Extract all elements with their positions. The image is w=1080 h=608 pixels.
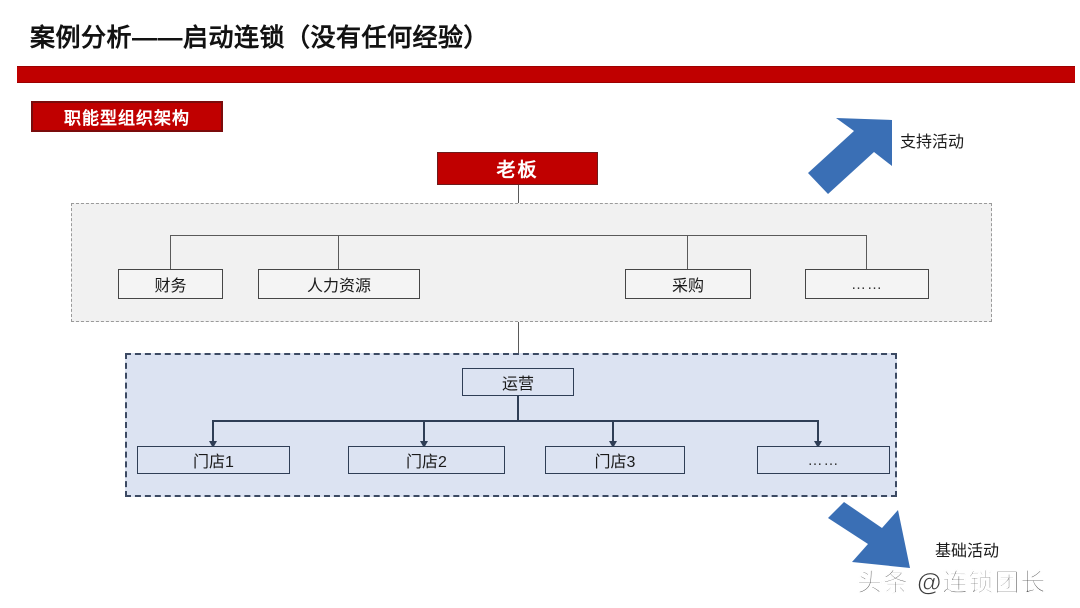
support-activities-label: 支持活动	[900, 134, 965, 151]
support-activities-arrow-icon	[808, 118, 892, 194]
support-activities-group	[71, 203, 992, 322]
org-node-store-3: 门店3	[545, 446, 685, 474]
arrow-head-store-3-icon	[609, 441, 617, 448]
connector-store-drop-4	[817, 420, 819, 443]
org-node-boss: 老板	[437, 152, 598, 185]
connector-support-drop-2	[338, 235, 339, 269]
org-node-operations: 运营	[462, 368, 574, 396]
org-node-human-resources: 人力资源	[258, 269, 420, 299]
org-node-store-1: 门店1	[137, 446, 290, 474]
arrow-head-store-4-icon	[814, 441, 822, 448]
arrow-head-store-1-icon	[209, 441, 217, 448]
connector-store-drop-3	[612, 420, 614, 443]
org-node-store-2: 门店2	[348, 446, 505, 474]
connector-support-drop-1	[170, 235, 171, 269]
connector-store-drop-2	[423, 420, 425, 443]
section-badge: 职能型组织架构	[31, 101, 223, 132]
core-activities-label: 基础活动	[935, 543, 1000, 560]
page-title: 案例分析——启动连锁（没有任何经验）	[30, 24, 490, 52]
watermark-text: 头条 @连锁团长	[857, 569, 1047, 598]
connector-store-bus	[212, 420, 819, 422]
connector-operations-drop	[517, 396, 519, 421]
connector-support-drop-4	[866, 235, 867, 269]
connector-store-drop-1	[212, 420, 214, 443]
arrow-head-store-2-icon	[420, 441, 428, 448]
title-divider-bar	[17, 66, 1075, 83]
org-node-finance: 财务	[118, 269, 223, 299]
connector-support-bus	[170, 235, 867, 236]
connector-support-drop-3	[687, 235, 688, 269]
org-node-store-more: ……	[757, 446, 890, 474]
org-node-procurement: 采购	[625, 269, 751, 299]
org-node-support-more: ……	[805, 269, 929, 299]
core-activities-arrow-icon	[828, 502, 910, 568]
